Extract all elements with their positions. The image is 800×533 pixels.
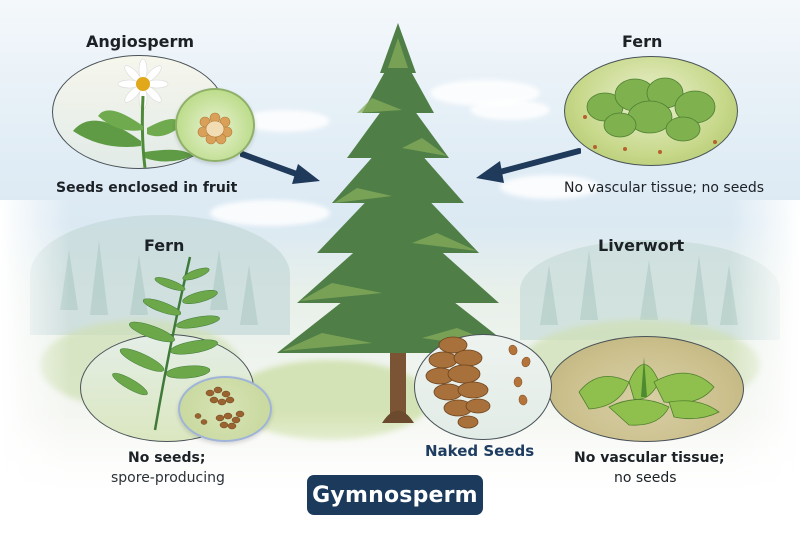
conifer-tree-illustration [277, 23, 519, 423]
liverwort-caption-line1: No vascular tissue; [574, 450, 725, 466]
background-tree [640, 260, 658, 320]
fern-left-caption-line2: spore-producing [111, 470, 225, 486]
background-tree [240, 265, 258, 325]
daisy-flower-icon [73, 58, 193, 168]
leafy-plant-icon [583, 77, 717, 154]
cloud [500, 175, 600, 199]
fern-left-title: Fern [144, 236, 185, 255]
arrow-left-icon [476, 148, 581, 183]
seeds-in-fruit-icon [197, 112, 233, 145]
cloud [210, 200, 330, 226]
naked-seeds-label: Naked Seeds [425, 442, 535, 460]
fern-frond-icon [112, 256, 220, 431]
angiosperm-caption: Seeds enclosed in fruit [56, 180, 238, 196]
gymnosperm-label: Gymnosperm [312, 482, 478, 508]
liverwort-caption-line2: no seeds [614, 470, 677, 486]
fern-top-caption: No vascular tissue; no seeds [564, 180, 765, 196]
fern-left-caption-line1: No seeds; [128, 450, 206, 466]
background-tree [540, 265, 558, 325]
background-tree [90, 240, 108, 315]
angiosperm-title: Angiosperm [86, 32, 195, 51]
liverwort-illustration-oval [548, 336, 744, 442]
cloud [470, 100, 550, 120]
fern-top-illustration-oval [564, 56, 738, 166]
liverwort-thallus-icon [578, 357, 720, 426]
fern-top-title: Fern [622, 32, 663, 51]
fruit-cross-section-inset [175, 88, 255, 162]
spores-icon [194, 386, 245, 430]
background-tree [580, 250, 598, 320]
liverwort-title: Liverwort [598, 236, 685, 255]
cloud [240, 110, 330, 132]
pine-cone-icon [425, 336, 531, 429]
gymnosperm-badge: Gymnosperm [307, 475, 483, 515]
spore-inset [178, 376, 272, 442]
arrow-right-icon [240, 151, 320, 184]
background-tree [690, 255, 708, 325]
